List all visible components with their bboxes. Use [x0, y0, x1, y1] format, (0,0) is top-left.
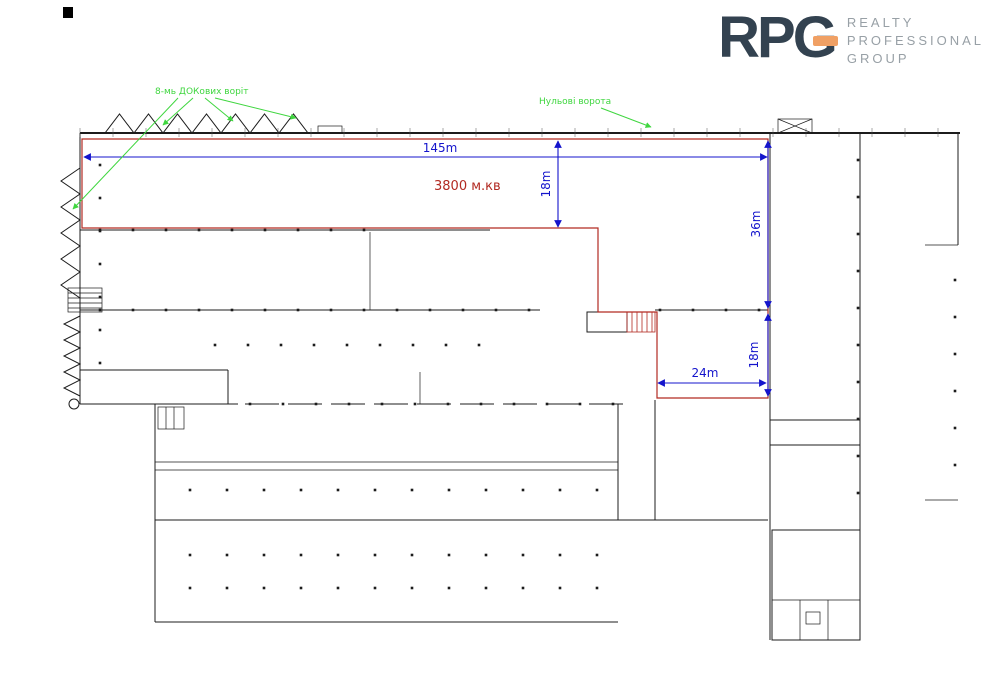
hatched-box-top-wall — [777, 118, 813, 134]
dock-gates-zigzag-top — [104, 113, 343, 134]
annotation-dock-gates: 8-мь ДОКових воріт — [72, 87, 297, 210]
dimension-18m-top: 18m — [539, 140, 562, 228]
logo-word-realty: REALTY — [846, 15, 915, 30]
red-stair-detail — [626, 311, 656, 333]
page-corner-mark — [63, 7, 73, 18]
zero-gate-label: Нульові ворота — [539, 97, 611, 107]
rpg-logo: RPG REALTY PROFESSIONAL GROUP — [718, 8, 984, 68]
rpg-logo-orange-bar-icon — [812, 36, 838, 46]
dimension-36m-label: 36m — [749, 211, 763, 238]
dimension-24m-label: 24m — [692, 366, 719, 380]
dock-gates-zigzag-left — [60, 167, 82, 397]
leased-area-outline — [81, 138, 769, 399]
dimension-145m-label: 145m — [423, 141, 458, 155]
column-circle-detail — [68, 398, 80, 410]
dimension-145m: 145m — [83, 141, 768, 161]
annotation-zero-gate: Нульові ворота — [539, 97, 652, 128]
stair-detail-left — [67, 287, 103, 313]
dimension-36m: 36m — [749, 140, 772, 309]
logo-word-professional: PROFESSIONAL — [846, 33, 984, 48]
rpg-logo-wordmark: REALTY PROFESSIONAL GROUP — [847, 8, 984, 66]
dimension-24m: 24m — [657, 366, 767, 387]
dimension-18m-right: 18m — [747, 313, 772, 397]
dimension-18m-top-label: 18m — [539, 171, 553, 198]
rpg-logo-acronym: RPG — [718, 8, 838, 68]
stair-detail-bottom-left — [157, 406, 185, 430]
outer-walls — [79, 132, 960, 640]
dimension-18m-right-label: 18m — [747, 342, 761, 369]
right-wing-rooms — [769, 419, 861, 641]
interior-walls — [80, 229, 768, 623]
area-label: 3800 м.кв — [434, 179, 501, 194]
logo-word-group: GROUP — [846, 51, 910, 66]
column-dots — [98, 158, 957, 590]
dock-gates-label: 8-мь ДОКових воріт — [155, 87, 249, 97]
